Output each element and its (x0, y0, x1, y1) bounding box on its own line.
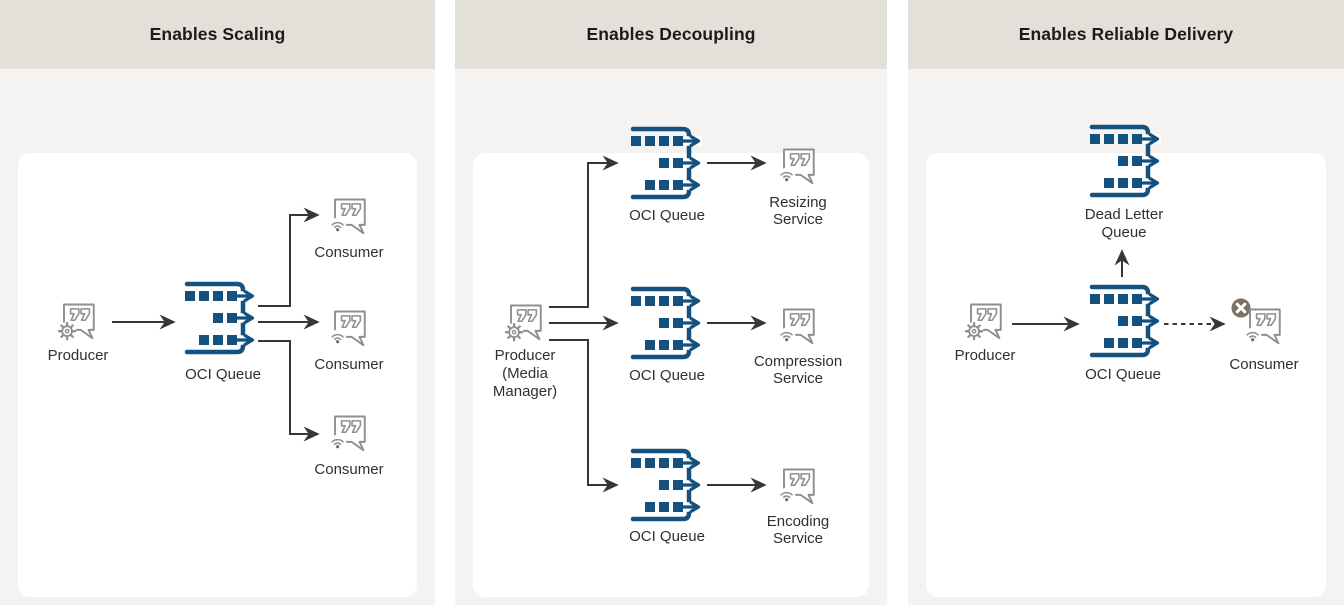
compression-service-label-line2: Service (772, 370, 824, 387)
resizing-service-icon (777, 146, 819, 188)
panel-enables-reliable-delivery: Enables Reliable Delivery Dead (908, 0, 1344, 605)
compression-service-label: Compression (753, 353, 843, 370)
panel-header: Enables Reliable Delivery (908, 0, 1344, 69)
panel-header: Enables Scaling (0, 0, 435, 69)
queue-label: OCI Queue (629, 367, 705, 384)
consumer-label: Consumer (314, 244, 384, 261)
panel-header: Enables Decoupling (455, 0, 887, 69)
queue-label: OCI Queue (629, 207, 705, 224)
consumer-label: Consumer (1229, 356, 1299, 373)
panel-title: Enables Scaling (149, 24, 286, 44)
producer-label-line3: Manager) (492, 383, 558, 400)
compression-service-icon (777, 306, 819, 348)
queue-label: OCI Queue (185, 366, 261, 383)
consumer-icon (1243, 306, 1285, 348)
oci-queue-icon (625, 126, 703, 200)
consumer-icon (328, 413, 370, 455)
resizing-service-label-line2: Service (772, 211, 824, 228)
panel-enables-scaling: Enables Scaling Producer OCI Queue Consu (0, 0, 435, 605)
consumer-icon (328, 196, 370, 238)
dead-letter-queue-icon (1084, 124, 1162, 198)
panel-title: Enables Reliable Delivery (1018, 24, 1234, 44)
dead-letter-queue-label: Dead Letter (1084, 206, 1164, 223)
dead-letter-queue-label-line2: Queue (1101, 224, 1147, 241)
diagram-card (473, 153, 869, 597)
diagram-card (926, 153, 1326, 597)
producer-icon (504, 302, 546, 344)
producer-label: Producer (494, 347, 556, 364)
panel-title: Enables Decoupling (586, 24, 756, 44)
producer-label: Producer (47, 347, 109, 364)
encoding-service-icon (777, 466, 819, 508)
producer-icon (964, 301, 1006, 343)
consumer-icon (328, 308, 370, 350)
queue-label: OCI Queue (1085, 366, 1161, 383)
oci-queue-icon (625, 286, 703, 360)
panel-body (455, 69, 887, 605)
oci-queue-icon (1084, 284, 1162, 358)
diagram-card (18, 153, 417, 597)
resizing-service-label: Resizing (769, 194, 827, 211)
panel-enables-decoupling: Enables Decoupling (455, 0, 887, 605)
producer-label: Producer (954, 347, 1016, 364)
encoding-service-label: Encoding (766, 513, 830, 530)
queue-label: OCI Queue (629, 528, 705, 545)
consumer-label: Consumer (314, 356, 384, 373)
oci-queue-icon (625, 448, 703, 522)
oci-queue-icon (179, 281, 257, 355)
producer-icon (57, 301, 99, 343)
encoding-service-label-line2: Service (772, 530, 824, 547)
consumer-label: Consumer (314, 461, 384, 478)
producer-label-line2: (Media (502, 365, 548, 382)
